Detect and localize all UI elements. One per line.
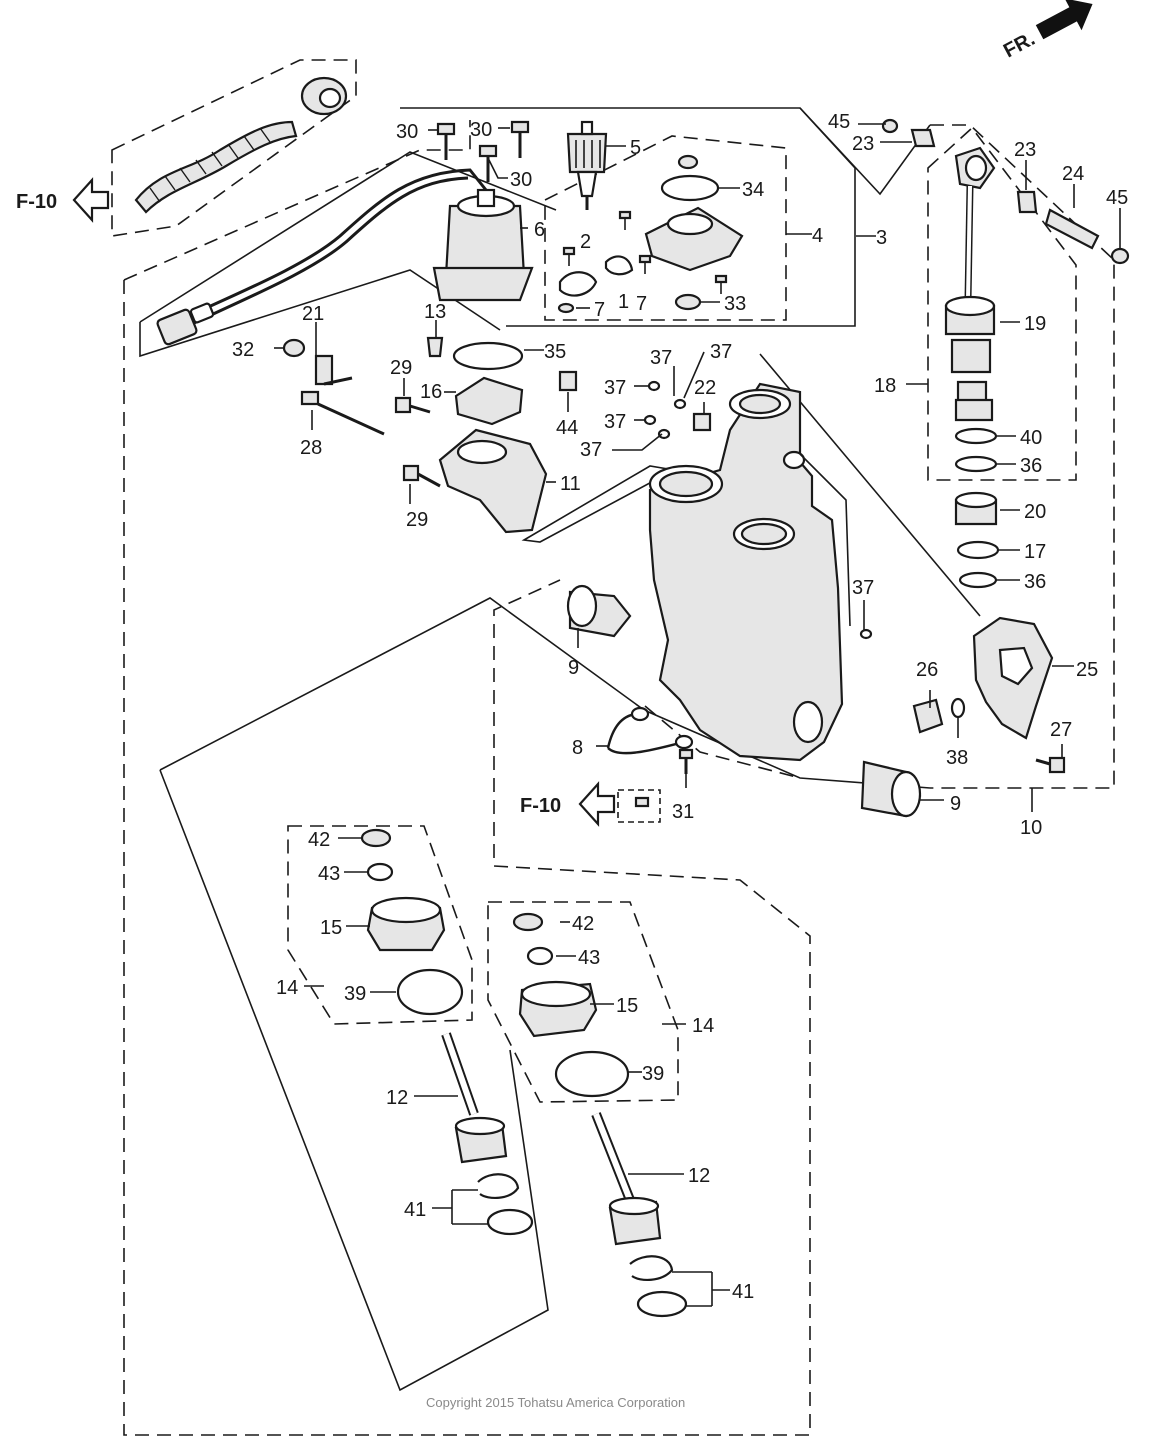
callout-26: 26: [916, 659, 938, 681]
callout-15: 15: [616, 995, 638, 1017]
callout-41: 41: [732, 1281, 754, 1303]
callout-8: 8: [572, 737, 583, 759]
callout-34: 34: [742, 179, 764, 201]
callout-45: 45: [828, 111, 850, 133]
callout-33: 33: [724, 293, 746, 315]
callout-43: 43: [578, 947, 600, 969]
callout-23: 23: [1014, 139, 1036, 161]
ref-left-f10[interactable]: F-10: [16, 177, 110, 223]
callout-36: 36: [1024, 571, 1046, 593]
callout-25: 25: [1076, 659, 1098, 681]
callout-24: 24: [1062, 163, 1084, 185]
callout-16: 16: [420, 381, 442, 403]
callout-29: 29: [390, 357, 412, 379]
copyright-notice: Copyright 2015 Tohatsu America Corporati…: [426, 1395, 685, 1410]
callout-32: 32: [232, 339, 254, 361]
leader-lines: [274, 123, 1121, 1307]
callout-20: 20: [1024, 501, 1046, 523]
callout-37: 37: [710, 341, 732, 363]
callout-14: 14: [692, 1015, 714, 1037]
callout-labels: 30 30 30 5 6 34 4 3 2 1 7 7 33 21 32 13 …: [232, 111, 1128, 1303]
callout-6: 6: [534, 219, 545, 241]
callout-43: 43: [318, 863, 340, 885]
callout-19: 19: [1024, 313, 1046, 335]
callout-37: 37: [852, 577, 874, 599]
callout-14: 14: [276, 977, 298, 999]
ref-bottom-label[interactable]: F-10: [520, 795, 561, 817]
callout-36: 36: [1020, 455, 1042, 477]
callout-13: 13: [424, 301, 446, 323]
callout-37: 37: [604, 377, 626, 399]
callout-38: 38: [946, 747, 968, 769]
callout-5: 5: [630, 137, 641, 159]
callout-45: 45: [1106, 187, 1128, 209]
callout-39: 39: [344, 983, 366, 1005]
callout-2: 2: [580, 231, 591, 253]
callout-21: 21: [302, 303, 324, 325]
callout-9: 9: [950, 793, 961, 815]
part-shapes: [134, 76, 1130, 1318]
callout-7: 7: [594, 299, 605, 321]
callout-42: 42: [308, 829, 330, 851]
callout-40: 40: [1020, 427, 1042, 449]
callout-41: 41: [404, 1199, 426, 1221]
group-boundaries: [111, 59, 1115, 1436]
front-direction-badge: FR.: [1000, 0, 1093, 63]
callout-28: 28: [300, 437, 322, 459]
callout-37: 37: [604, 411, 626, 433]
ref-left-label[interactable]: F-10: [16, 191, 57, 213]
callout-15: 15: [320, 917, 342, 939]
callout-9: 9: [568, 657, 579, 679]
callout-22: 22: [694, 377, 716, 399]
callout-17: 17: [1024, 541, 1046, 563]
callout-27: 27: [1050, 719, 1072, 741]
left-arrow-icon: [578, 781, 616, 827]
callout-31: 31: [672, 801, 694, 823]
callout-30: 30: [470, 119, 492, 141]
callout-23: 23: [852, 133, 874, 155]
left-arrow-icon: [72, 177, 110, 223]
callout-44: 44: [556, 417, 578, 439]
callout-3: 3: [876, 227, 887, 249]
callout-39: 39: [642, 1063, 664, 1085]
front-arrow-icon: [1035, 0, 1093, 40]
callout-10: 10: [1020, 817, 1042, 839]
front-direction-label: FR.: [1000, 28, 1039, 63]
callout-12: 12: [688, 1165, 710, 1187]
callout-7: 7: [636, 293, 647, 315]
callout-4: 4: [812, 225, 823, 247]
callout-42: 42: [572, 913, 594, 935]
callout-30: 30: [510, 169, 532, 191]
callout-37: 37: [650, 347, 672, 369]
ref-bottom-f10[interactable]: F-10: [520, 781, 661, 827]
callout-30: 30: [396, 121, 418, 143]
callout-12: 12: [386, 1087, 408, 1109]
callout-18: 18: [874, 375, 896, 397]
callout-35: 35: [544, 341, 566, 363]
callout-1: 1: [618, 291, 629, 313]
callout-11: 11: [560, 473, 581, 495]
callout-37: 37: [580, 439, 602, 461]
callout-29: 29: [406, 509, 428, 531]
